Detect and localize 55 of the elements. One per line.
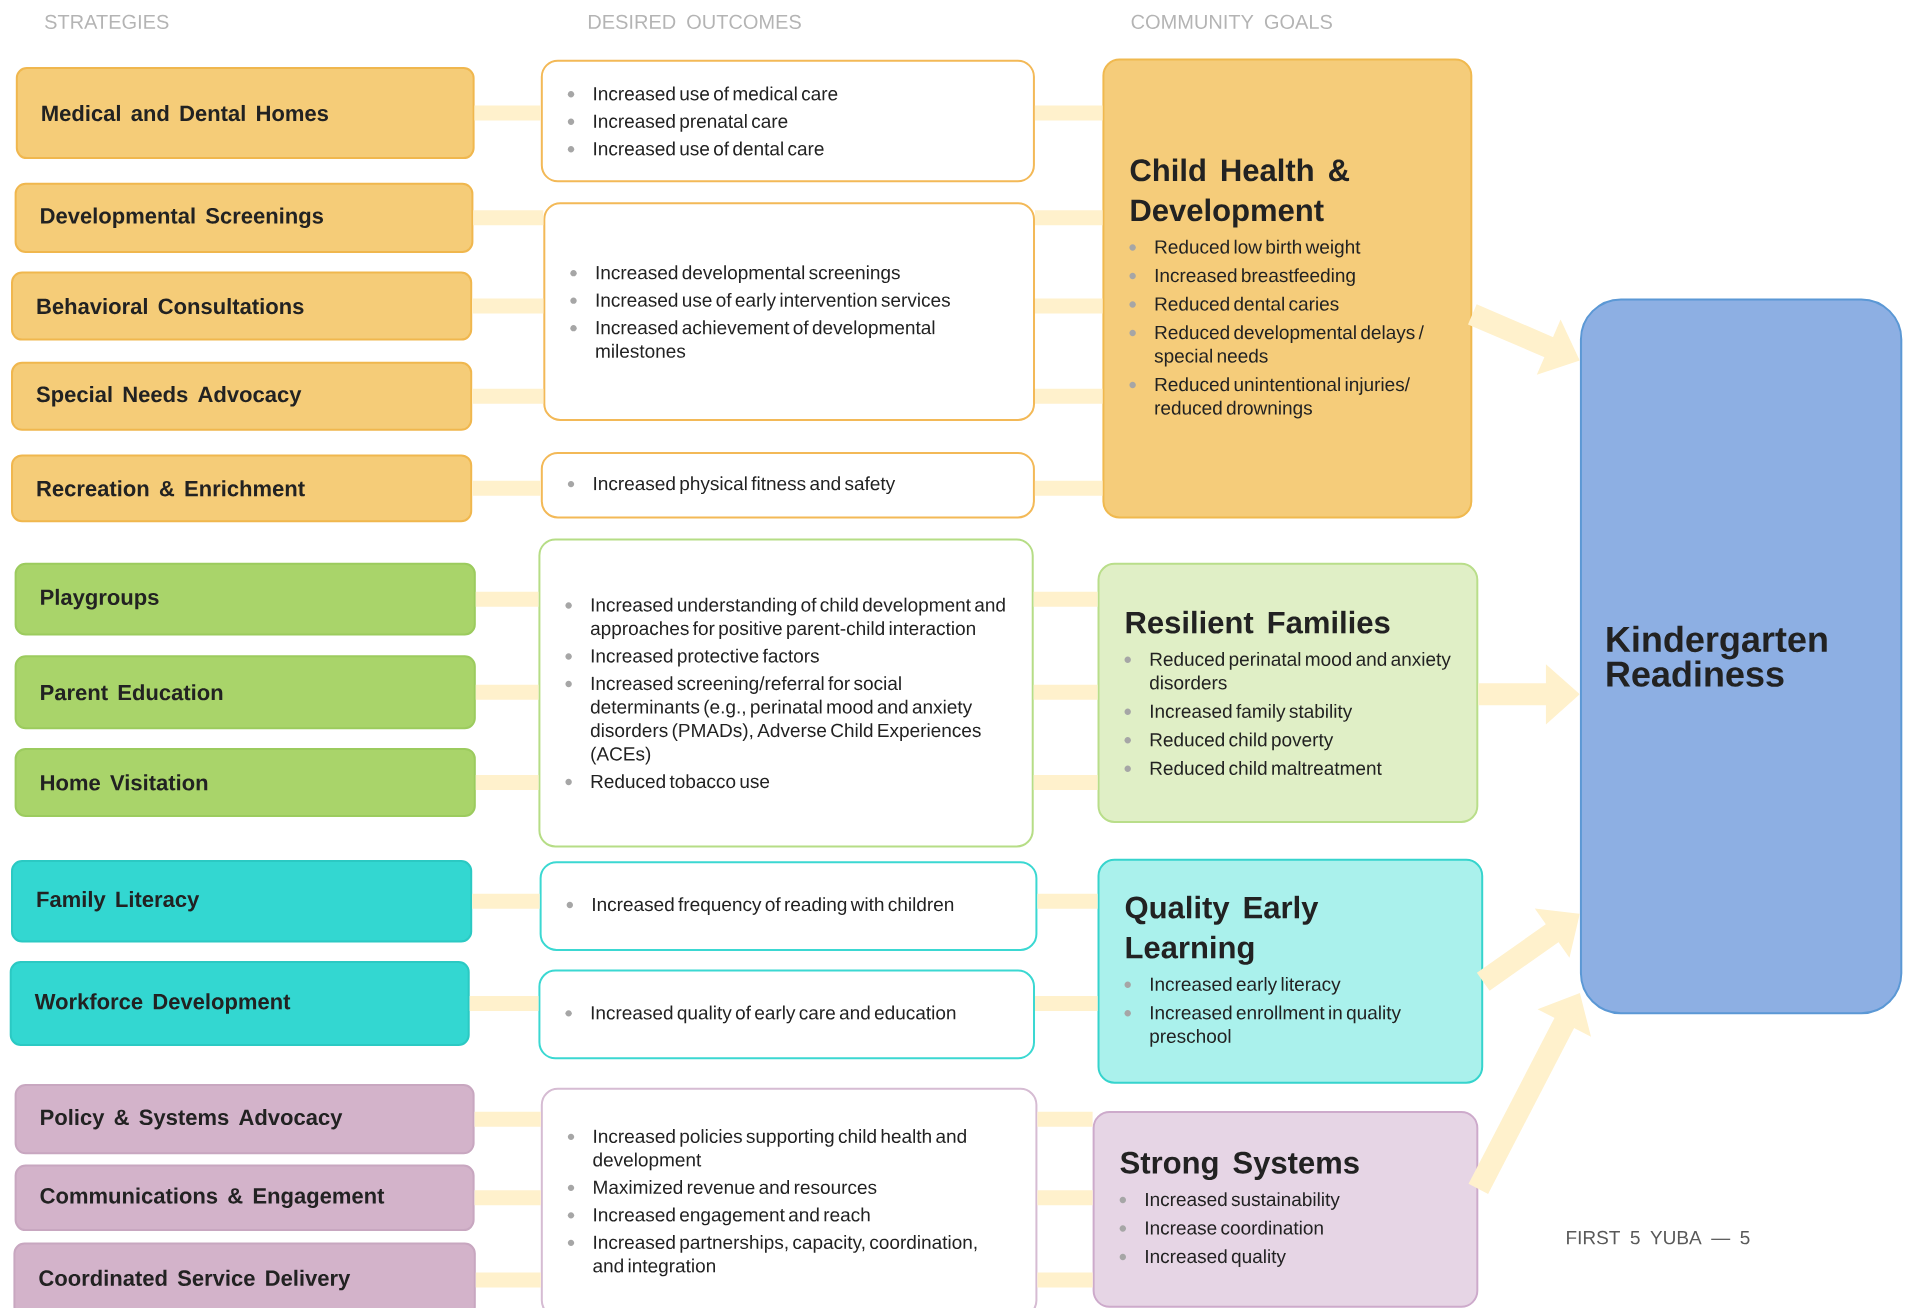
strategy-box: Playgroups: [14, 562, 476, 636]
connector-band: [1033, 684, 1098, 700]
connector-band: [1034, 105, 1103, 121]
outcome-box: Increased frequency of reading with children: [539, 861, 1038, 951]
outcome-box: Increased quality of early care and education: [538, 969, 1035, 1060]
goal-box: Child Health & Development Reduced low birth weight Increased breastfeeding Reduced dental caries Reduced developmental delays / special needs Reduced unintentional injuries/ reduced drownings: [1102, 58, 1473, 519]
outcome-box: Increased developmental screenings Increased use of early intervention services Increased achievement of developmental milestones: [543, 202, 1035, 421]
connector-band: [472, 893, 540, 909]
connector-band: [474, 1111, 541, 1127]
column-header: COMMUNITY GOALS: [1131, 14, 1332, 29]
strategy-box: Workforce Development: [9, 961, 470, 1046]
connector-band: [472, 480, 541, 496]
strategy-box: Policy & Systems Advocacy: [14, 1084, 475, 1155]
strategy-box: Developmental Screenings: [14, 182, 474, 253]
outcome-box: Increased policies supporting child health and development Maximized revenue and resources Increased engagement and reach Increased partnerships, capacity, coordination, and integration: [540, 1087, 1038, 1308]
page-footer: FIRST 5 YUBA — 5: [1567, 1230, 1750, 1245]
connector-band: [472, 298, 544, 314]
outcome-box: Increased use of medical care Increased prenatal care Increased use of dental care: [540, 59, 1035, 183]
strategy-box: Behavioral Consultations: [11, 271, 473, 341]
connector-band: [1035, 298, 1103, 314]
connector-band: [469, 996, 539, 1011]
strategy-box: Communications & Engagement: [14, 1164, 475, 1232]
connector-band: [1037, 1111, 1093, 1127]
connector-band: [1037, 1190, 1093, 1206]
connector-band: [475, 774, 539, 790]
readiness-box: Kindergarten Readiness: [1579, 298, 1903, 1015]
connector-band: [1033, 591, 1098, 607]
column-header: DESIRED OUTCOMES: [588, 14, 801, 29]
goal-box: Strong Systems Increased sustainability Increase coordination Increased quality: [1092, 1110, 1479, 1308]
connector-band: [474, 105, 541, 121]
outcome-box: Increased understanding of child development and approaches for positive parent-child interaction Increased protective factors Increased screening/referral for social determinants (e.g., perinatal mood and anxiety disorders (PMADs), Adverse Child Experiences (ACEs) Reduced tobacco use: [538, 538, 1034, 848]
strategy-box: Family Literacy: [11, 860, 473, 943]
strategy-box: Medical and Dental Homes: [15, 67, 475, 160]
connector-band: [1035, 388, 1103, 404]
connector-band: [474, 1190, 541, 1206]
strategy-box: Coordinated Service Delivery: [13, 1242, 476, 1308]
connector-band: [473, 210, 544, 226]
connector-band: [475, 1272, 541, 1288]
goal-box: Resilient Families Reduced perinatal mood and anxiety disorders Increased family stability Reduced child poverty Reduced child maltreatment: [1097, 562, 1479, 823]
strategy-box: Special Needs Advocacy: [11, 361, 473, 431]
connector-band: [1037, 893, 1098, 909]
connector-band: [1037, 1272, 1093, 1288]
column-header: STRATEGIES: [45, 14, 169, 29]
connector-band: [475, 591, 539, 607]
goal-box: Quality Early Learning Increased early literacy Increased enrollment in quality preschool: [1097, 858, 1484, 1084]
connector-band: [1034, 480, 1103, 496]
outcome-box: Increased physical fitness and safety: [540, 451, 1035, 519]
connector-band: [475, 684, 539, 700]
strategy-box: Home Visitation: [14, 747, 476, 817]
strategy-box: Parent Education: [14, 655, 476, 730]
connector-band: [472, 388, 544, 404]
connector-band: [1035, 210, 1103, 226]
connector-band: [1033, 774, 1098, 790]
strategy-box: Recreation & Enrichment: [11, 454, 473, 523]
connector-band: [1035, 996, 1098, 1011]
